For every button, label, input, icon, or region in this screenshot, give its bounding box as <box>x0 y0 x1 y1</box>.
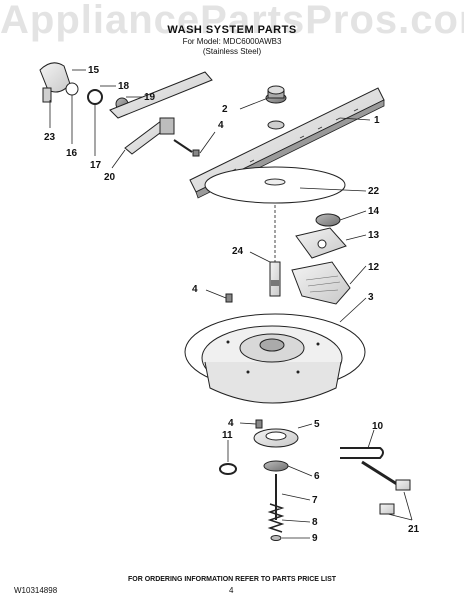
callout-24: 24 <box>232 246 244 257</box>
sump-pump-assembly <box>184 313 366 404</box>
diagram-title: WASH SYSTEM PARTS <box>167 24 297 36</box>
spray-arm-nut <box>265 85 287 130</box>
document-number: W10314898 <box>14 586 58 595</box>
o-ring <box>219 463 237 475</box>
callout-4-mid: 4 <box>192 284 198 295</box>
pump-seal <box>253 428 299 448</box>
screw-4-a <box>192 149 200 157</box>
filter-housing <box>295 227 347 259</box>
ordering-note: FOR ORDERING INFORMATION REFER TO PARTS … <box>127 576 337 583</box>
callout-22: 22 <box>368 186 380 197</box>
drive-shaft <box>269 205 281 297</box>
page-number: 4 <box>229 586 234 595</box>
callout-10: 10 <box>372 421 384 432</box>
washer <box>270 535 282 541</box>
callout-13: 13 <box>368 230 380 241</box>
filter-screen <box>291 261 351 305</box>
callout-8: 8 <box>312 517 318 528</box>
callout-18: 18 <box>118 81 130 92</box>
callout-7: 7 <box>312 495 318 506</box>
callout-17: 17 <box>90 160 102 171</box>
callout-12: 12 <box>368 262 380 273</box>
callout-6: 6 <box>314 471 320 482</box>
callout-15: 15 <box>88 65 100 76</box>
impeller-ring <box>263 460 289 472</box>
deflector-disc <box>204 166 346 204</box>
finish-line: (Stainless Steel) <box>202 47 262 56</box>
callout-3: 3 <box>368 292 374 303</box>
callout-4-top: 4 <box>218 120 224 131</box>
filter-cap <box>315 213 341 227</box>
callout-11: 11 <box>222 430 233 441</box>
spring <box>267 503 285 533</box>
callout-4-low: 4 <box>228 418 234 429</box>
callout-1: 1 <box>374 115 380 126</box>
screw-4-b <box>225 293 233 303</box>
callout-2: 2 <box>222 104 228 115</box>
leader-lines <box>49 69 413 539</box>
callout-21: 21 <box>408 524 420 535</box>
callout-5: 5 <box>314 419 320 430</box>
heater-element <box>340 447 411 515</box>
model-line: For Model: MDC6000AWB3 <box>182 37 282 46</box>
callout-23: 23 <box>44 132 56 143</box>
callout-19: 19 <box>144 92 156 103</box>
watermark: AppliancePartsPros.com <box>0 0 464 42</box>
callout-16: 16 <box>66 148 78 159</box>
screw-4-c <box>255 419 263 429</box>
callout-20: 20 <box>104 172 116 183</box>
callout-9: 9 <box>312 533 318 544</box>
callout-14: 14 <box>368 206 380 217</box>
mid-level-spray-arm-assembly <box>39 62 213 155</box>
